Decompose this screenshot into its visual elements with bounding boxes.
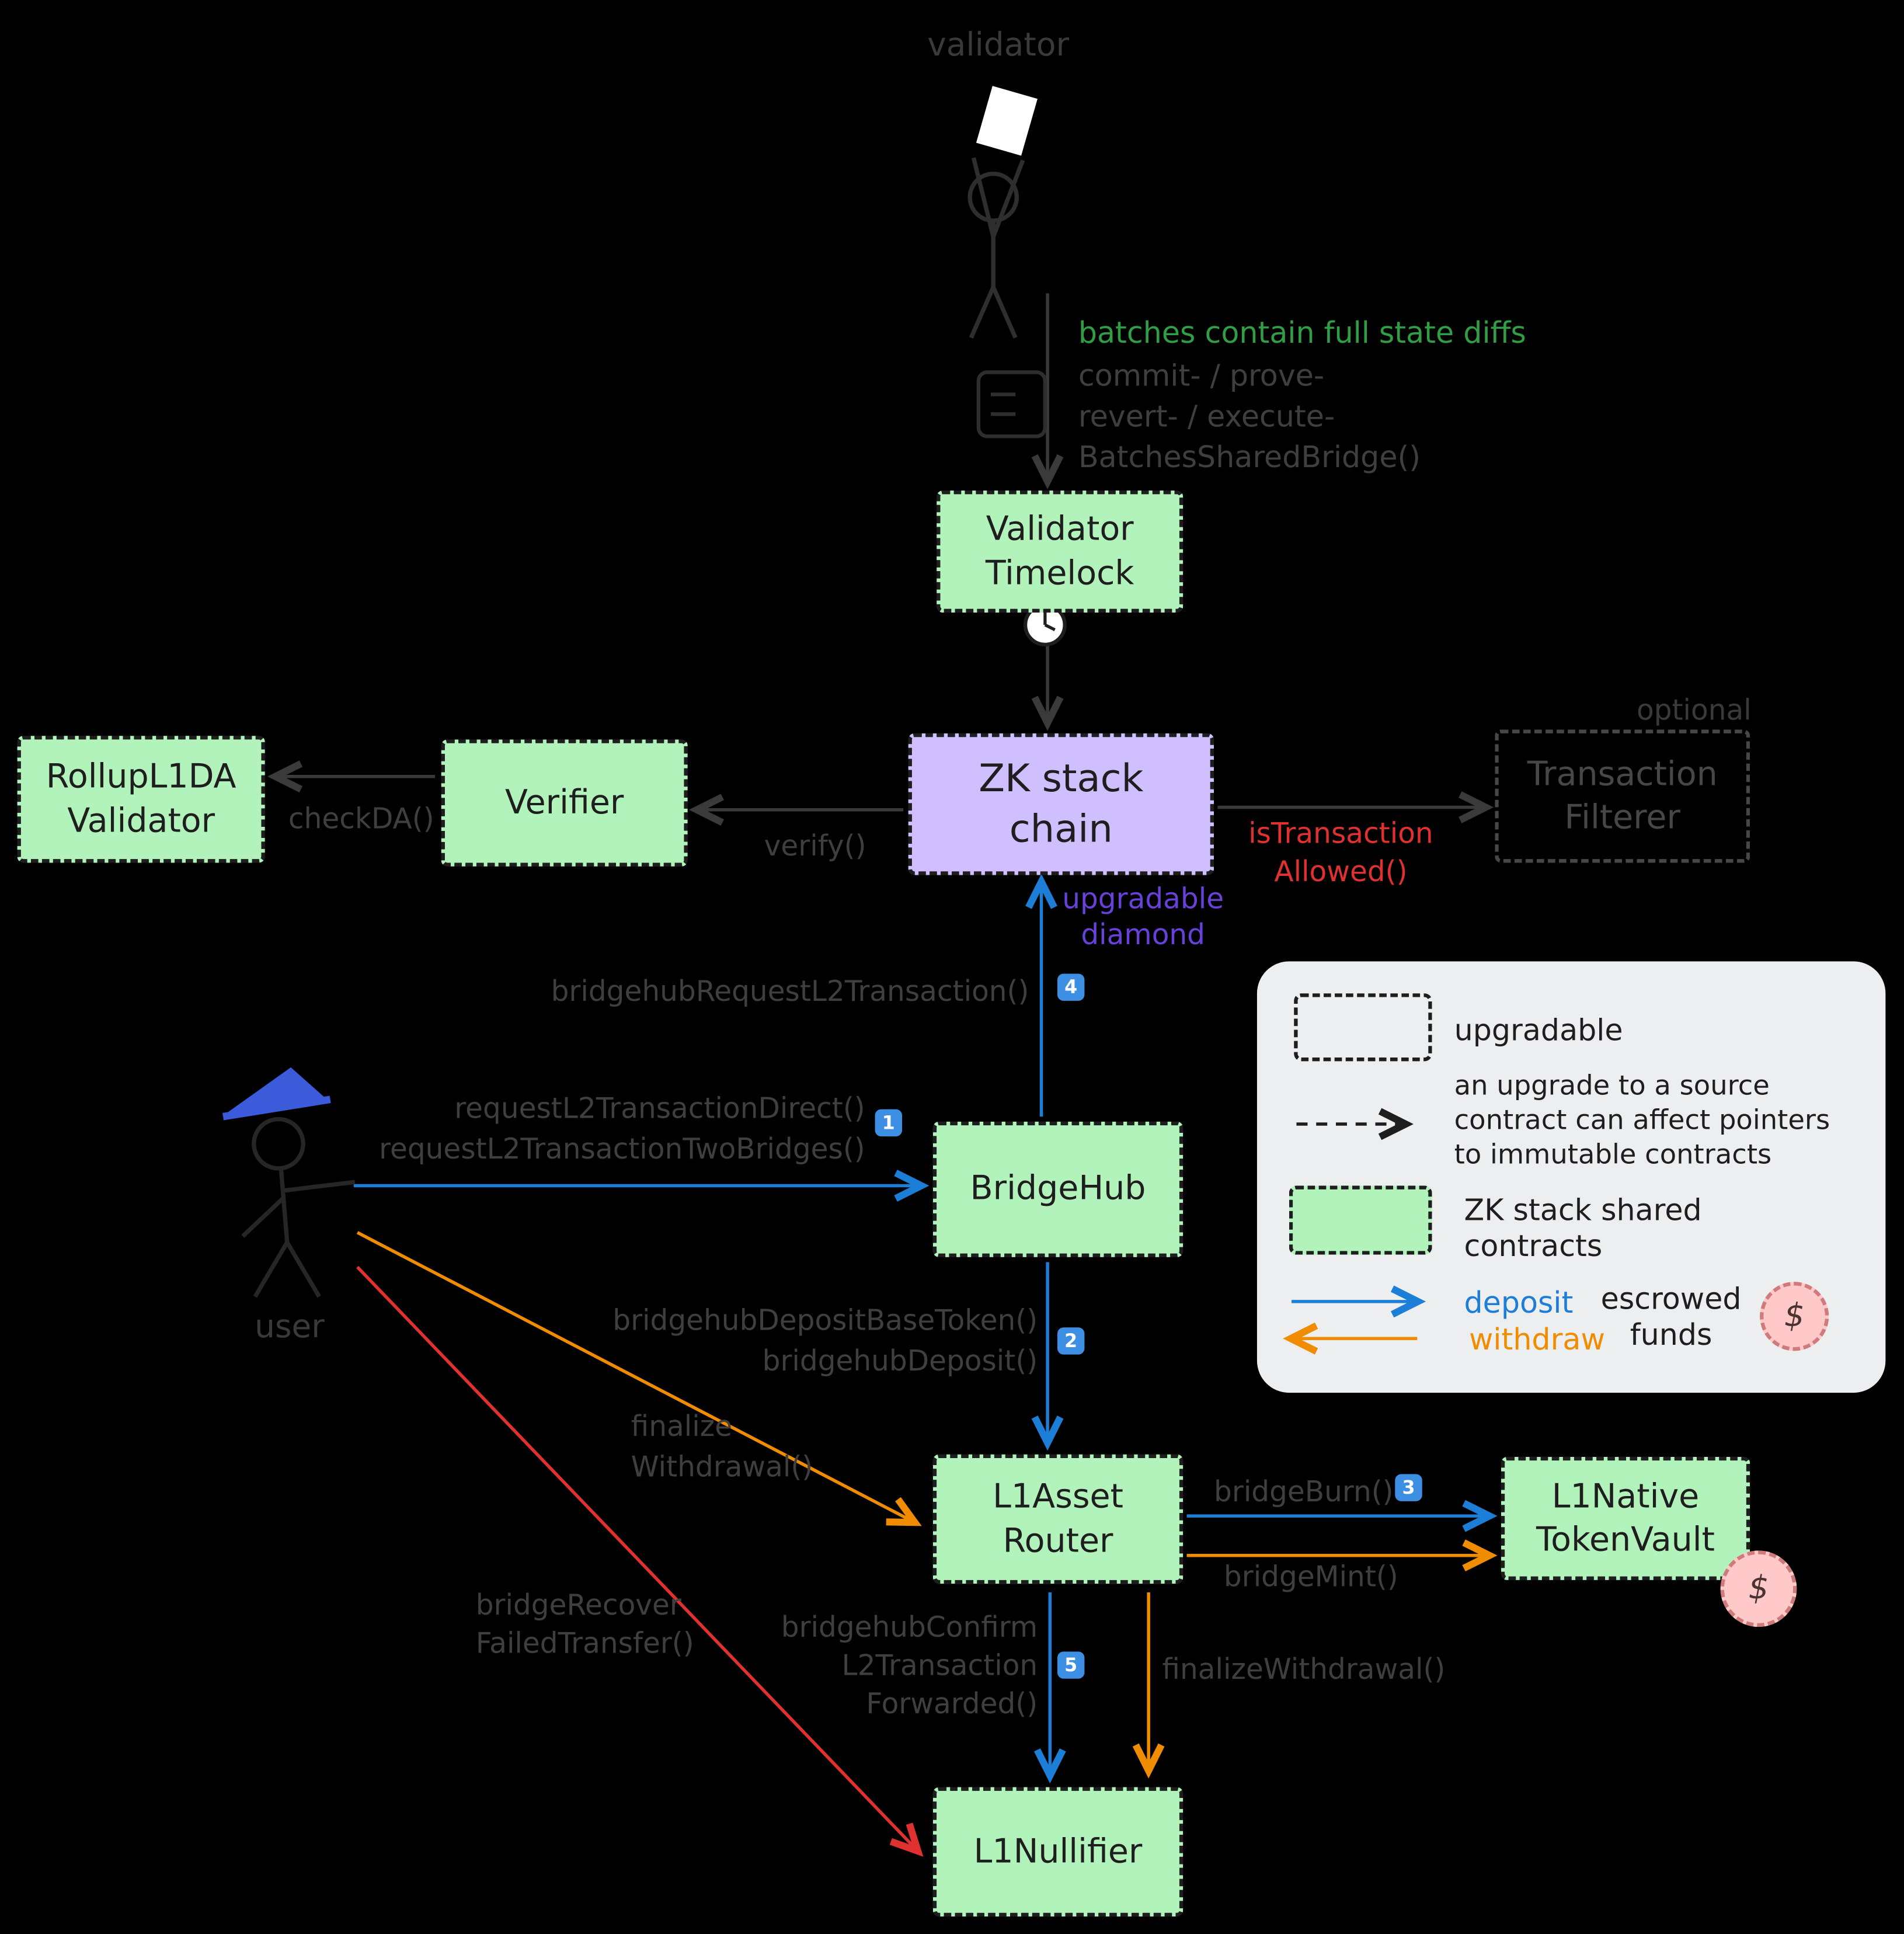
tokenvault-dollar-sign: $ [1748,1570,1769,1608]
node-rollup-l1da-validator: RollupL1DA Validator [17,736,265,863]
node-validator-timelock-label: Validator Timelock [985,510,1134,593]
validator-label: validator [927,27,1070,64]
legend-upgradable-label: upgradable [1454,1013,1623,1048]
bridgehub-request-l2-tx-label: bridgehubRequestL2Transaction() [551,976,1029,1008]
user-cap-brim [222,1095,331,1121]
is-transaction-allowed-label: isTransaction Allowed() [1248,818,1433,889]
node-l1-asset-router: L1Asset Router [932,1454,1184,1584]
user-cap-icon [227,1067,325,1113]
arrow-user-to-nullifier-recover [356,1265,924,1857]
validator-paper-icon [976,86,1038,156]
node-transaction-filterer: Transaction Filterer [1495,729,1750,863]
node-l1-nullifier: L1Nullifier [932,1787,1184,1917]
node-bridgehub-label: BridgeHub [970,1170,1146,1209]
node-zk-stack-chain-label: ZK stack chain [979,757,1144,851]
legend-deposit-label: deposit [1464,1285,1574,1320]
node-verifier: Verifier [441,739,688,867]
node-l1-asset-router-label: L1Asset Router [993,1478,1123,1560]
legend-shared-label: ZK stack shared contracts [1464,1193,1702,1264]
legend-upgradable-swatch [1294,993,1432,1062]
request-l2-tx-label: requestL2TransactionDirect() requestL2Tr… [379,1093,865,1166]
tokenvault-escrow-money-icon: $ [1720,1550,1797,1627]
legend-escrow-money-icon: $ [1760,1282,1829,1351]
validator-figure-icon [967,157,1025,339]
server-icon [976,370,1047,439]
node-bridgehub: BridgeHub [932,1121,1184,1257]
user-label: user [255,1309,325,1346]
bridgehub-deposit-label: bridgehubDepositBaseToken() bridgehubDep… [612,1305,1038,1378]
user-figure-icon [241,1116,356,1298]
step-badge-5: 5 [1057,1651,1085,1679]
bridge-burn-label: bridgeBurn() [1214,1476,1394,1509]
node-l1-nullifier-label: L1Nullifier [973,1832,1143,1871]
finalize-withdrawal-router-label: finalizeWithdrawal() [1162,1654,1446,1686]
filterer-optional-tag: optional [1637,695,1752,728]
step-badge-1: 1 [875,1109,903,1137]
upgradable-diamond-label: upgradable diamond [1062,883,1224,952]
legend-shared-swatch [1289,1185,1432,1255]
arrow-user-to-assetrouter-finalize [356,1231,922,1526]
legend-dollar-sign: $ [1784,1298,1805,1335]
node-verifier-label: Verifier [505,784,624,822]
verify-label: verify() [764,830,866,863]
node-l1-native-token-vault-label: L1Native TokenVault [1536,1477,1715,1560]
checkda-label: checkDA() [288,803,434,836]
clock-icon [1023,603,1067,647]
legend-withdraw-label: withdraw [1468,1322,1605,1357]
node-zk-stack-chain: ZK stack chain [908,733,1214,875]
node-l1-native-token-vault: L1Native TokenVault [1501,1456,1750,1580]
commit-note: commit- / prove- revert- / execute- Batc… [1078,359,1421,475]
legend-upgrade-note: an upgrade to a source contract can affe… [1454,1071,1830,1171]
bridge-recover-label: bridgeRecover FailedTransfer() [475,1589,694,1661]
batches-note: batches contain full state diffs [1078,315,1526,350]
legend-escrowed-label: escrowed funds [1600,1282,1742,1352]
bridge-mint-label: bridgeMint() [1223,1561,1398,1594]
node-transaction-filterer-label: Transaction Filterer [1527,755,1718,837]
finalize-withdrawal-user-label: finalize Withdrawal() [631,1411,813,1484]
node-validator-timelock: Validator Timelock [937,491,1184,613]
bridgehub-confirm-label: bridgehubConfirm L2Transaction Forwarded… [781,1612,1038,1721]
step-badge-4: 4 [1057,973,1085,1001]
node-rollup-l1da-validator-label: RollupL1DA Validator [46,758,236,840]
step-badge-3: 3 [1395,1474,1422,1501]
step-badge-2: 2 [1057,1327,1085,1355]
